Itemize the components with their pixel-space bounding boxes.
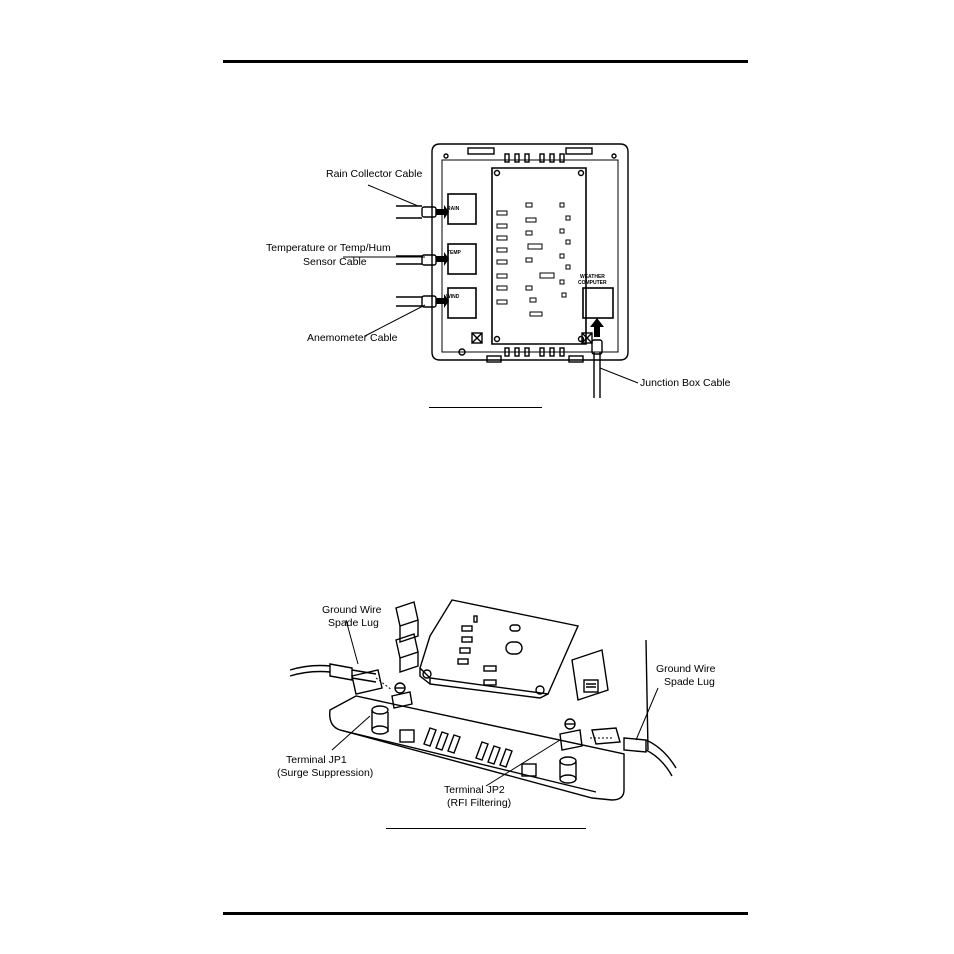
rain-port-label: RAIN bbox=[447, 206, 460, 212]
temp-sensor-label-2: Sensor Cable bbox=[303, 256, 367, 268]
junction-box-wiring-figure: RAIN TEMP WIND WEATHER COMPUTER Rain Col… bbox=[266, 143, 731, 398]
wind-port-label: WIND bbox=[446, 294, 460, 300]
temp-port-label: TEMP bbox=[447, 250, 462, 256]
temp-sensor-label-1: Temperature or Temp/Hum bbox=[266, 242, 391, 254]
terminal-jp2-label: Terminal JP2 bbox=[444, 784, 505, 796]
weather-port-label-2: COMPUTER bbox=[578, 280, 607, 286]
terminal-jp2-sub-label: (RFI Filtering) bbox=[447, 797, 511, 809]
bottom-rule bbox=[223, 912, 748, 915]
housing-outline bbox=[431, 143, 629, 361]
rain-collector-cable-label: Rain Collector Cable bbox=[326, 168, 422, 180]
junction-box-cable-label: Junction Box Cable bbox=[640, 377, 731, 389]
ground-wire-right-label-2: Spade Lug bbox=[664, 676, 715, 688]
anemometer-cable-label: Anemometer Cable bbox=[307, 332, 398, 344]
figure1-caption-underline bbox=[429, 407, 542, 408]
terminal-jp1-sub-label: (Surge Suppression) bbox=[277, 767, 373, 779]
top-rule bbox=[223, 60, 748, 63]
terminal-jp1-label: Terminal JP1 bbox=[286, 754, 347, 766]
weather-port-label-1: WEATHER bbox=[580, 274, 605, 280]
figure2-caption-underline bbox=[386, 828, 586, 829]
ground-wire-left-label-1: Ground Wire bbox=[322, 604, 382, 616]
ground-wire-left-label-2: Spade Lug bbox=[328, 617, 379, 629]
ground-wire-figure: Ground Wire Spade Lug Ground Wire Spade … bbox=[277, 599, 716, 809]
ground-wire-right-label-1: Ground Wire bbox=[656, 663, 716, 675]
